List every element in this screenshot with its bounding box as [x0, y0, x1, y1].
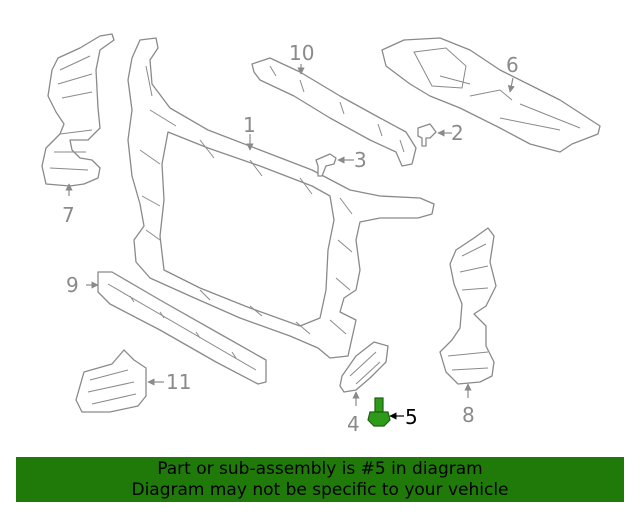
- part-2-bolt: [417, 123, 437, 147]
- banner-line-2: Diagram may not be specific to your vehi…: [131, 480, 509, 500]
- callout-7: 7: [62, 203, 75, 227]
- part-8-right-air-guide: [439, 227, 497, 385]
- callout-8: 8: [462, 403, 475, 427]
- part-9-lower-crossmember: [97, 271, 267, 385]
- part-3-clip: [315, 153, 337, 177]
- callout-3: 3: [354, 148, 367, 172]
- part-5-bolt-highlighted: [367, 397, 391, 427]
- callout-9: 9: [66, 273, 79, 297]
- part-6-top-cover: [381, 37, 601, 153]
- callout-2: 2: [451, 121, 464, 145]
- part-11-lower-deflector: [75, 349, 147, 413]
- part-7-left-air-guide: [41, 33, 115, 187]
- banner-line-1: Part or sub-assembly is #5 in diagram: [157, 459, 483, 479]
- callout-1: 1: [243, 113, 256, 137]
- callout-4: 4: [347, 412, 360, 436]
- callout-10: 10: [289, 41, 314, 65]
- part-4-lower-bracket: [339, 341, 389, 393]
- info-banner: Part or sub-assembly is #5 in diagram Di…: [16, 457, 624, 502]
- callout-11: 11: [166, 370, 191, 394]
- callout-6: 6: [506, 53, 519, 77]
- part-1-radiator-support: [127, 37, 435, 359]
- part-10-upper-bracket: [251, 57, 417, 167]
- callout-5: 5: [405, 405, 418, 429]
